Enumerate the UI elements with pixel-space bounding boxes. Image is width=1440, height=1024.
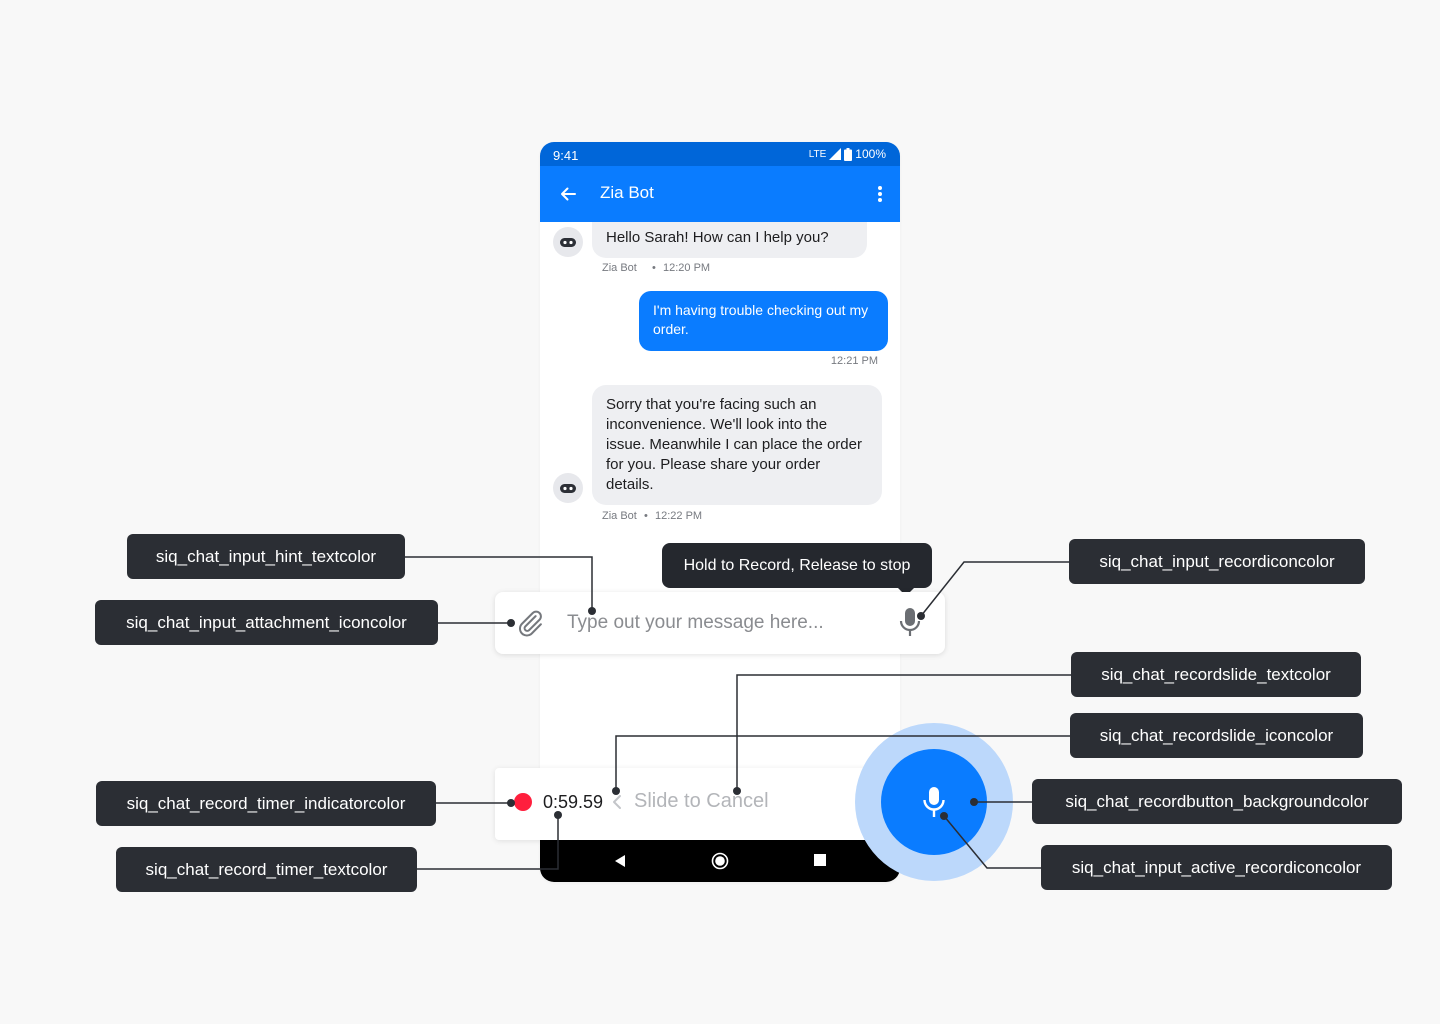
label-text: siq_chat_input_active_recordiconcolor xyxy=(1071,857,1362,877)
chat-title: Zia Bot xyxy=(600,183,654,202)
nav-recents-icon[interactable] xyxy=(814,854,826,866)
system-nav-bar xyxy=(540,840,900,882)
record-button[interactable] xyxy=(896,607,924,642)
label-recordslide-textcolor: siq_chat_recordslide_textcolor xyxy=(1071,652,1361,697)
label-attachment-iconcolor: siq_chat_input_attachment_iconcolor xyxy=(95,600,438,645)
label-active-recordiconcolor: siq_chat_input_active_recordiconcolor xyxy=(1041,845,1392,890)
record-bar: 0:59.59 Slide to Cancel xyxy=(495,768,895,840)
microphone-icon xyxy=(899,608,921,636)
label-text: siq_chat_input_attachment_iconcolor xyxy=(126,612,407,632)
message-bubble-incoming: Sorry that you're facing such an inconve… xyxy=(592,385,882,505)
record-timer: 0:59.59 xyxy=(543,792,604,812)
bot-icon xyxy=(560,238,576,247)
message-input[interactable]: Type out your message here... xyxy=(567,612,824,633)
label-text: siq_chat_input_hint_textcolor xyxy=(155,546,377,566)
label-recordiconcolor: siq_chat_input_recordiconcolor xyxy=(1069,539,1365,584)
nav-home-icon[interactable] xyxy=(711,852,729,870)
label-recordslide-iconcolor: siq_chat_recordslide_iconcolor xyxy=(1070,713,1363,758)
active-record-button[interactable] xyxy=(881,749,987,855)
slide-to-cancel-text[interactable]: Slide to Cancel xyxy=(634,790,769,812)
message-dot: • xyxy=(644,510,648,522)
label-timer-textcolor: siq_chat_record_timer_textcolor xyxy=(116,847,417,892)
bot-icon xyxy=(560,484,576,493)
app-bar: Zia Bot xyxy=(540,166,900,222)
tooltip-text: Hold to Record, Release to stop xyxy=(683,556,911,574)
message-time: 12:21 PM xyxy=(830,355,878,367)
label-text: siq_chat_recordbutton_backgroundcolor xyxy=(1065,791,1369,811)
paperclip-icon xyxy=(519,610,542,637)
label-text: siq_chat_record_timer_indicatorcolor xyxy=(126,793,406,813)
label-text: siq_chat_input_recordiconcolor xyxy=(1099,551,1335,571)
message-text: Hello Sarah! How can I help you? xyxy=(606,229,829,246)
back-button[interactable] xyxy=(558,184,578,209)
label-timer-indicatorcolor: siq_chat_record_timer_indicatorcolor xyxy=(96,781,436,826)
bot-avatar xyxy=(553,227,583,257)
label-recordbutton-backgroundcolor: siq_chat_recordbutton_backgroundcolor xyxy=(1032,779,1402,824)
more-vert-icon xyxy=(878,186,882,202)
status-right: LTE 100% xyxy=(809,147,886,161)
chevron-left-icon xyxy=(613,795,621,809)
record-tooltip: Hold to Record, Release to stop xyxy=(662,543,932,596)
message-bubble-outgoing: I'm having trouble checking out my order… xyxy=(639,291,888,351)
battery-icon xyxy=(844,147,853,161)
message-sender: Zia Bot xyxy=(602,262,637,274)
record-timer-indicator xyxy=(514,793,532,811)
bot-avatar xyxy=(553,473,583,503)
message-time: 12:20 PM xyxy=(663,262,711,274)
label-hint-textcolor: siq_chat_input_hint_textcolor xyxy=(127,534,405,579)
message-dot: • xyxy=(652,262,656,274)
status-bar: 9:41 LTE 100% xyxy=(540,142,900,166)
attachment-button[interactable] xyxy=(515,608,545,643)
chat-input-bar: Type out your message here... xyxy=(495,592,945,654)
nav-back-icon[interactable] xyxy=(614,854,626,868)
phone-screen: 9:41 LTE 100% Zia Bot Hello Sarah! How c… xyxy=(540,142,900,882)
status-time: 9:41 xyxy=(553,148,579,163)
arrow-left-icon xyxy=(561,187,576,201)
label-text: siq_chat_recordslide_textcolor xyxy=(1101,664,1331,684)
network-label: LTE xyxy=(808,148,827,160)
label-text: siq_chat_recordslide_iconcolor xyxy=(1099,725,1334,745)
signal-icon xyxy=(829,148,842,160)
message-text: I'm having trouble checking out my order… xyxy=(653,302,869,337)
more-options-button[interactable] xyxy=(876,184,884,209)
microphone-icon xyxy=(923,787,945,817)
message-bubble-incoming: Hello Sarah! How can I help you? xyxy=(592,222,867,258)
message-sender: Zia Bot xyxy=(602,510,637,522)
label-text: siq_chat_record_timer_textcolor xyxy=(145,859,388,879)
message-text: Sorry that you're facing such an inconve… xyxy=(606,396,862,493)
message-time: 12:22 PM xyxy=(655,510,703,522)
battery-level: 100% xyxy=(855,147,886,161)
